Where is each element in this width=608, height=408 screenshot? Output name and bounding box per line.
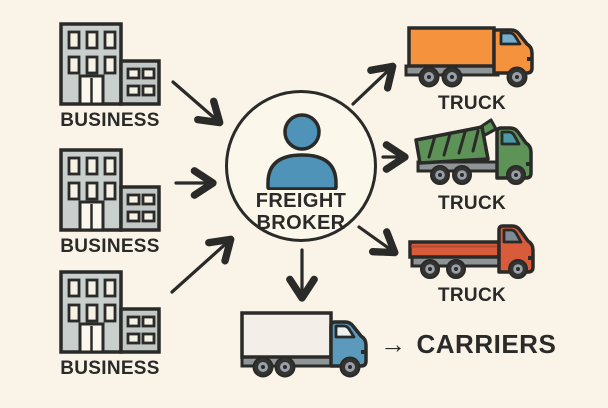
flatbed-truck-icon xyxy=(408,224,535,279)
freight-broker-node: FREIGHT BROKER xyxy=(225,90,377,242)
wheels xyxy=(252,356,361,378)
arrow-business3-to-broker xyxy=(170,235,235,294)
right-arrow-glyph: → xyxy=(380,329,407,359)
building-icon xyxy=(59,148,161,232)
dump-truck-icon xyxy=(414,118,533,185)
person-icon xyxy=(266,113,338,190)
box-truck-icon xyxy=(404,26,534,88)
carriers-label: CARRIERS xyxy=(416,329,557,359)
business-2: BUSINESS xyxy=(58,147,162,256)
wheels xyxy=(420,259,528,279)
business-1: BUSINESS xyxy=(58,21,162,130)
business-label: BUSINESS xyxy=(60,236,160,257)
truck-3: TRUCK xyxy=(402,222,542,305)
building-icon xyxy=(59,22,161,106)
truck-1: TRUCK xyxy=(402,18,542,113)
business-label: BUSINESS xyxy=(60,110,160,131)
carriers-caption: → CARRIERS xyxy=(380,329,556,360)
truck-label: TRUCK xyxy=(438,193,506,214)
arrow-business1-to-broker xyxy=(171,80,224,127)
truck-label: TRUCK xyxy=(438,285,506,306)
truck-2: TRUCK xyxy=(402,118,542,213)
wheels xyxy=(430,165,526,185)
broker-label: FREIGHT BROKER xyxy=(228,190,374,234)
carrier-truck-icon xyxy=(240,311,368,378)
business-label: BUSINESS xyxy=(60,358,160,379)
business-3: BUSINESS xyxy=(58,269,162,378)
carrier-truck xyxy=(238,308,378,378)
truck-label: TRUCK xyxy=(438,93,506,114)
building-icon xyxy=(59,270,161,354)
broker-label-line1: FREIGHT xyxy=(255,190,347,212)
wheels xyxy=(418,66,528,88)
broker-label-line2: BROKER xyxy=(256,212,346,234)
